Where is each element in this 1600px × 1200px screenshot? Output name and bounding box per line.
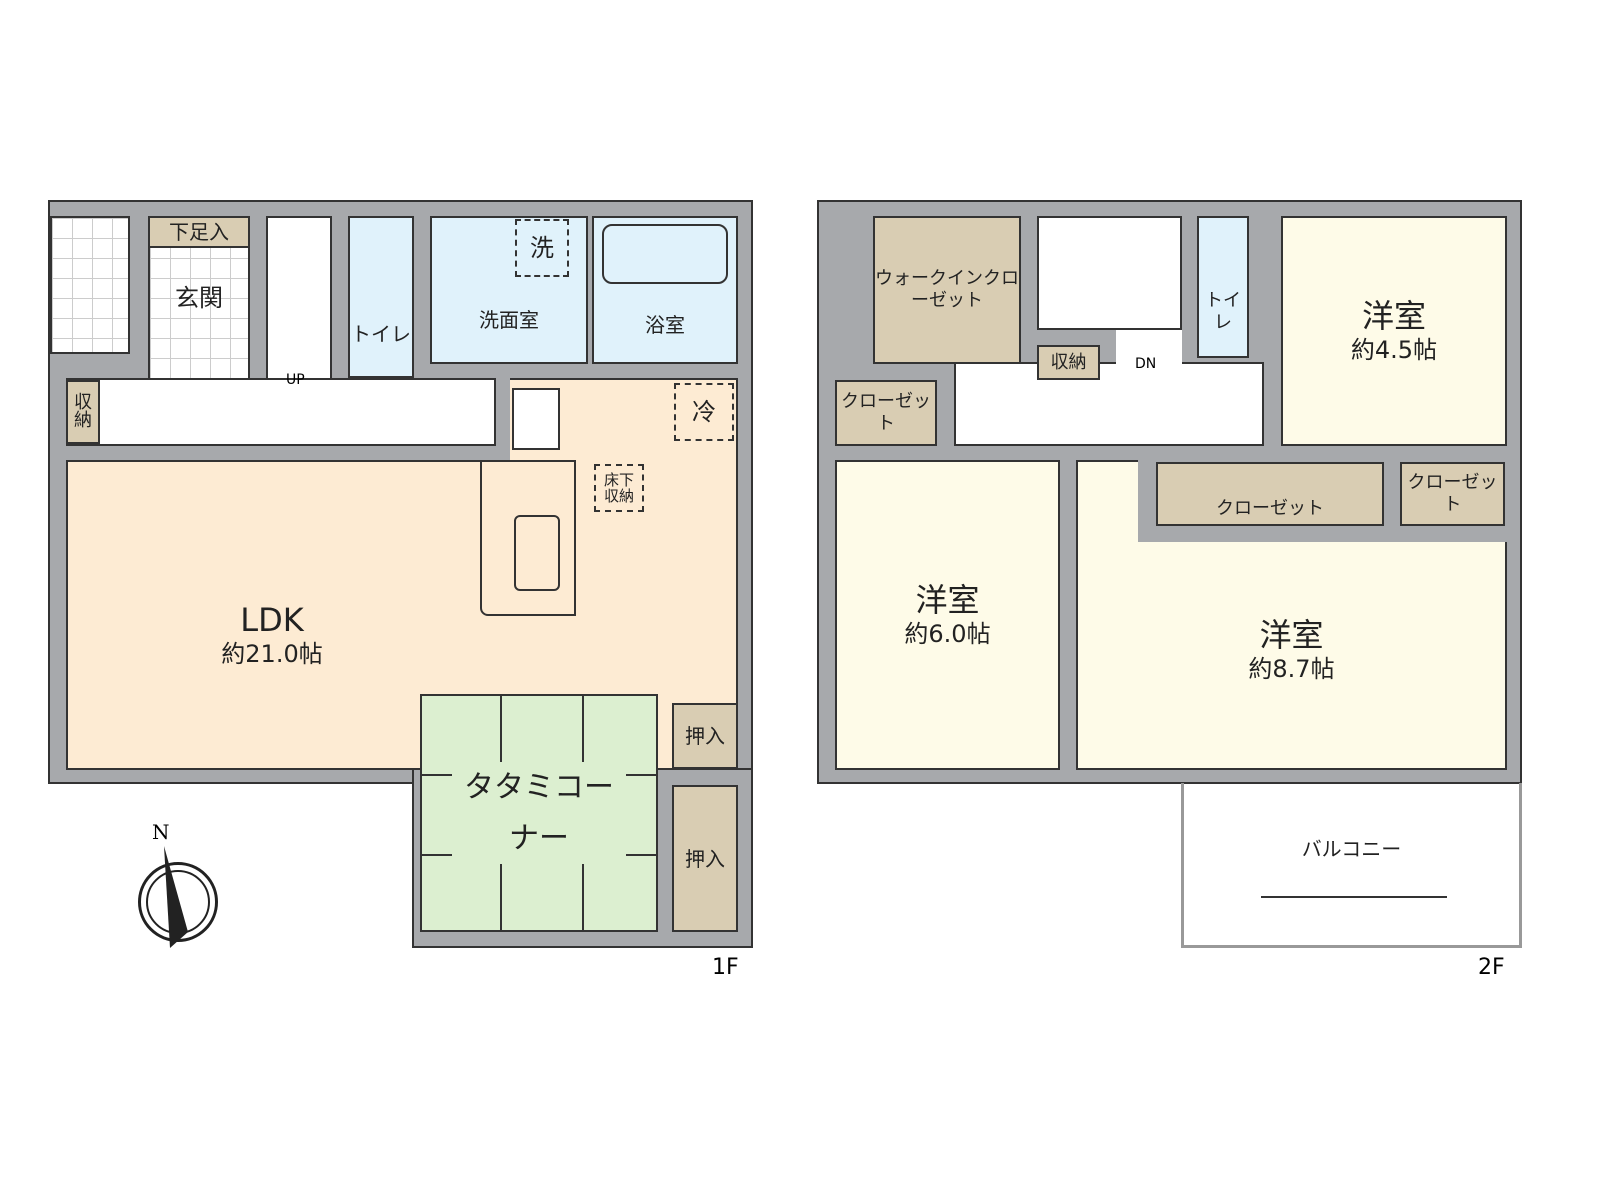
- storage-1f: 収納: [66, 380, 100, 444]
- stairs-2f: [1037, 216, 1182, 330]
- north-compass-icon: N: [136, 820, 222, 950]
- room-8-7-size: 約8.7帖: [1248, 654, 1335, 683]
- stove-icon: [512, 388, 560, 450]
- fridge: 冷: [674, 383, 734, 441]
- compass-n: N: [152, 820, 170, 844]
- hallway-1f: [66, 378, 496, 446]
- toilet-1f: トイレ: [348, 216, 414, 378]
- room-8-7-name: 洋室: [1259, 616, 1324, 655]
- closet-left: クローゼット: [835, 380, 937, 446]
- bath: 浴室: [592, 216, 738, 364]
- closet-right: クローゼット: [1400, 462, 1505, 526]
- floor1-label: 1F: [712, 955, 739, 980]
- closet-middle: クローゼット: [1156, 462, 1384, 526]
- washroom-label: 洗面室: [479, 308, 539, 332]
- stairs: [266, 216, 332, 380]
- room-6-0-name: 洋室: [915, 581, 980, 620]
- ldk-name: LDK: [240, 601, 304, 640]
- oshiire-2: 押入: [672, 785, 738, 932]
- balcony-label: バルコニー: [1301, 837, 1402, 861]
- floor2-label: 2F: [1478, 955, 1505, 980]
- tatami-corner: タタミコーナー: [420, 694, 658, 932]
- room-4-5-name: 洋室: [1361, 297, 1426, 336]
- underfloor-storage: 床下収納: [594, 464, 644, 512]
- tatami-label: タタミコーナー: [452, 762, 626, 864]
- hallway-2f: [954, 362, 1264, 446]
- balcony: バルコニー: [1181, 783, 1522, 948]
- stairs-down-label: DN: [1135, 356, 1157, 372]
- toilet-1f-label: トイレ: [351, 322, 411, 346]
- stairs-up-label: UP: [286, 372, 305, 388]
- sink-icon: [514, 515, 560, 591]
- room-6-0: 洋室 約6.0帖: [835, 460, 1060, 770]
- shoebox: 下足入: [148, 216, 250, 248]
- entrance-label: 玄関: [175, 283, 223, 312]
- toilet-2f: トイレ: [1197, 216, 1249, 358]
- washer: 洗: [515, 219, 569, 277]
- bath-label: 浴室: [645, 313, 685, 337]
- room-6-0-size: 約6.0帖: [904, 619, 991, 648]
- oshiire-1: 押入: [672, 703, 738, 769]
- toilet-2f-label: トイレ: [1205, 290, 1241, 333]
- room-4-5: 洋室 約4.5帖: [1281, 216, 1507, 446]
- room-4-5-size: 約4.5帖: [1350, 335, 1438, 364]
- stair-landing: [1116, 330, 1182, 364]
- storage-2f: 収納: [1037, 345, 1100, 380]
- walk-in-closet: ウォークインクローゼット: [873, 216, 1021, 364]
- bathtub-icon: [602, 224, 728, 284]
- ldk-size: 約21.0帖: [221, 639, 323, 668]
- porch: [50, 216, 130, 354]
- balcony-rail: [1261, 896, 1447, 898]
